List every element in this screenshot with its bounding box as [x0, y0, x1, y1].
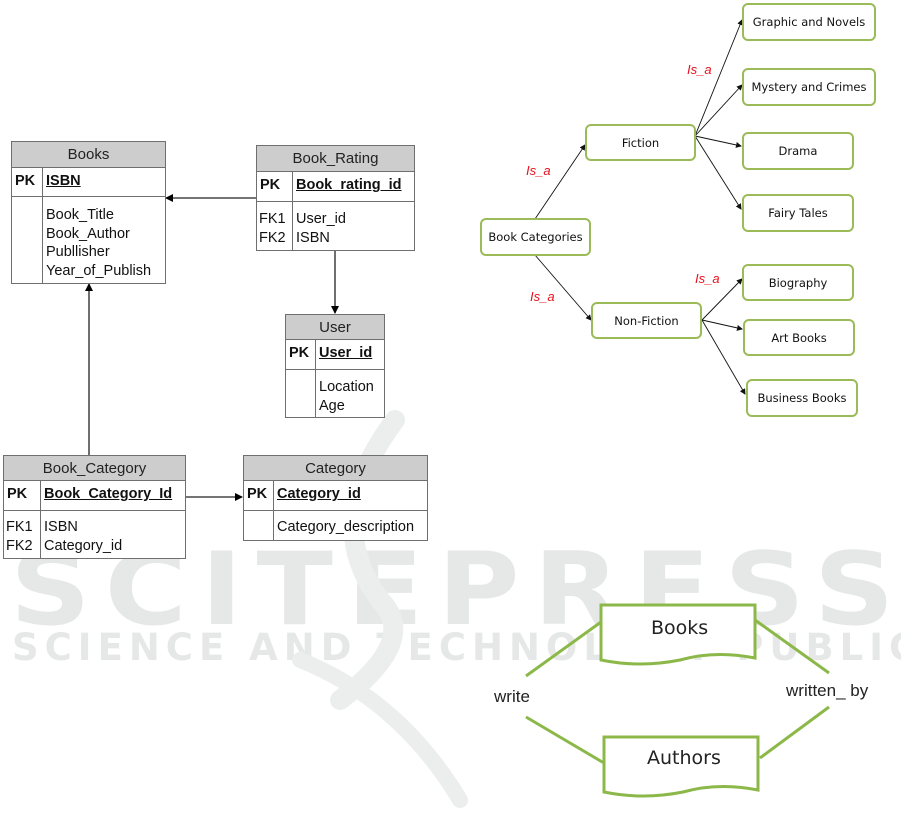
fk-labels: FK1 FK2	[257, 202, 293, 250]
field: ISBN	[44, 519, 78, 535]
concept-entity-authors: Authors	[647, 747, 721, 769]
concept-line-writtenby-authors	[759, 705, 830, 760]
pk-field: Book_Category_Id	[44, 486, 173, 502]
erd-table-book-category: Book_Category PK Book_Category_Id FK1 FK…	[3, 455, 186, 559]
fields-section: Book_Title Book_Author Publlisher Year_o…	[12, 197, 165, 283]
field-list: Location Age	[316, 370, 374, 417]
fk-labels: FK1 FK2	[4, 511, 41, 558]
taxonomy-leaf-business-books: Business Books	[746, 379, 858, 417]
taxonomy-leaf-drama: Drama	[742, 132, 854, 170]
taxonomy-arrow-fiction-to-mystery	[694, 84, 743, 137]
taxonomy-arrow-fiction-to-drama	[694, 135, 742, 148]
field: Age	[319, 397, 345, 414]
concept-relation-write: write	[494, 687, 530, 706]
pk-field: Category_id	[277, 486, 361, 502]
fk-label: FK1	[259, 211, 286, 227]
field: Category_id	[44, 537, 123, 554]
primary-key-row: PK ISBN	[12, 168, 165, 197]
field: Book_Title	[46, 207, 114, 223]
primary-key-row: PK Book_Category_Id	[4, 481, 185, 511]
field-list: Category_description	[274, 511, 414, 540]
fields-section: FK1 FK2 ISBN Category_id	[4, 511, 185, 558]
pk-field: Book_rating_id	[296, 177, 402, 193]
field-list: Book_Title Book_Author Publlisher Year_o…	[43, 197, 151, 283]
erd-table-books: Books PK ISBN Book_Title Book_Author Pub…	[11, 141, 166, 284]
field: Publlisher	[46, 244, 110, 260]
field: Year_of_Publish	[46, 262, 152, 279]
field-list: ISBN Category_id	[41, 511, 122, 558]
isa-label-fiction-children: Is_a	[687, 62, 712, 77]
concept-relation-written-by: written_ by	[786, 681, 869, 700]
concept-authors-document-shape	[602, 735, 760, 798]
pk-label: PK	[12, 168, 43, 196]
taxonomy-arrow-root-to-nonfiction	[534, 254, 592, 321]
erd-table-book-rating: Book_Rating PK Book_rating_id FK1 FK2 Us…	[256, 145, 415, 251]
fields-section: Location Age	[286, 370, 384, 417]
taxonomy-leaf-art-books: Art Books	[743, 319, 855, 356]
concept-entity-books: Books	[651, 617, 709, 639]
pk-label: PK	[286, 340, 316, 369]
fk-labels	[244, 511, 274, 540]
primary-key-row: PK Book_rating_id	[257, 172, 414, 202]
isa-label-fiction: Is_a	[526, 163, 551, 178]
concept-line-books-writtenby	[754, 618, 830, 675]
concept-line-write-authors	[525, 715, 605, 765]
fields-section: Category_description	[244, 511, 427, 540]
pk-label: PK	[244, 481, 274, 510]
erd-table-user: User PK User_id Location Age	[285, 314, 385, 418]
field: Location	[319, 379, 374, 395]
fk-labels	[12, 197, 43, 283]
primary-key-row: PK User_id	[286, 340, 384, 370]
taxonomy-leaf-fairy-tales: Fairy Tales	[742, 194, 854, 232]
field: Book_Author	[46, 225, 130, 242]
taxonomy-node-nonfiction: Non-Fiction	[591, 302, 702, 339]
taxonomy-arrow-root-to-fiction	[534, 144, 586, 220]
table-header: Books	[12, 142, 165, 168]
taxonomy-arrow-fiction-to-graphic	[694, 19, 743, 137]
pk-field: User_id	[319, 345, 373, 361]
concept-line-books-write	[525, 620, 602, 678]
taxonomy-leaf-graphic-novels: Graphic and Novels	[742, 3, 876, 41]
taxonomy-node-fiction: Fiction	[585, 124, 696, 161]
pk-field: ISBN	[46, 173, 81, 189]
table-header: Category	[244, 456, 427, 481]
field-list: User_id ISBN	[293, 202, 346, 250]
taxonomy-root-node: Book Categories	[480, 218, 591, 256]
taxonomy-leaf-mystery-crimes: Mystery and Crimes	[742, 68, 876, 106]
table-header: Book_Category	[4, 456, 185, 481]
fk-label: FK2	[6, 537, 33, 554]
taxonomy-leaf-biography: Biography	[742, 264, 854, 301]
primary-key-row: PK Category_id	[244, 481, 427, 511]
taxonomy-arrow-nonfiction-to-art	[701, 319, 743, 331]
concept-books-document-shape	[599, 603, 757, 666]
taxonomy-arrow-fiction-to-fairy	[694, 135, 742, 210]
erd-table-category: Category PK Category_id Category_descrip…	[243, 455, 428, 541]
field: Category_description	[277, 519, 415, 535]
pk-label: PK	[257, 172, 293, 201]
taxonomy-arrow-nonfiction-to-business	[701, 319, 746, 395]
isa-label-nonfiction-children: Is_a	[695, 271, 720, 286]
field: User_id	[296, 211, 346, 227]
table-header: User	[286, 315, 384, 340]
fk-label: FK1	[6, 519, 33, 535]
isa-label-nonfiction: Is_a	[530, 289, 555, 304]
pk-label: PK	[4, 481, 41, 510]
fields-section: FK1 FK2 User_id ISBN	[257, 202, 414, 250]
fk-labels	[286, 370, 316, 417]
fk-label: FK2	[259, 229, 286, 246]
field: ISBN	[296, 229, 330, 246]
taxonomy-arrow-nonfiction-to-biography	[701, 278, 743, 321]
table-header: Book_Rating	[257, 146, 414, 172]
watermark-swoosh-curve	[292, 652, 468, 808]
